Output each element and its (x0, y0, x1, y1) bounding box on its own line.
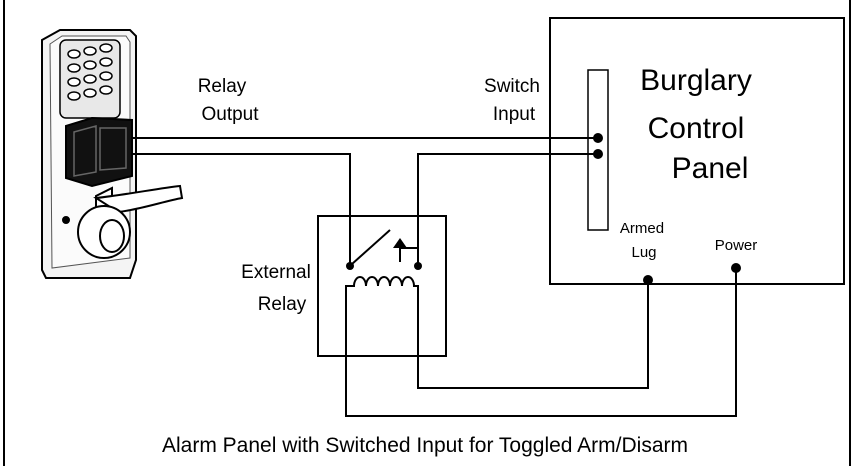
armed-lug-label-line-1: Armed (620, 220, 664, 237)
external-relay (317, 215, 447, 357)
armed-lug-label-line-2: Lug (631, 244, 656, 261)
switch-input-label-line-2: Input (493, 104, 536, 125)
power-terminal (731, 263, 741, 273)
relay-contact-terminal-1 (346, 262, 354, 270)
wire-relay-output-to-contact (132, 153, 351, 266)
diagram-caption: Alarm Panel with Switched Input for Togg… (162, 434, 688, 457)
wire-coil-to-power (345, 268, 737, 417)
switch-input-terminal-1 (593, 133, 603, 143)
panel-title-line-2: Control (648, 112, 745, 145)
wire-coil-to-armed-lug (417, 280, 649, 389)
panel-title-line-3: Panel (672, 152, 749, 185)
relay-coil-icon (345, 276, 419, 296)
wiring (132, 137, 737, 417)
terminal-dots (346, 133, 741, 285)
relay-output-label-line-2: Output (201, 104, 259, 125)
external-relay-label-line-1: External (241, 262, 311, 283)
panel-title-line-1: Burglary (640, 64, 752, 97)
relay-module-icon (65, 116, 133, 188)
switch-input-label-line-1: Switch (484, 76, 540, 97)
armed-lug-terminal (643, 275, 653, 285)
relay-arrow-icon (393, 238, 407, 248)
keypad-lock-illustration (41, 29, 184, 279)
relay-output-label-line-1: Relay (198, 76, 247, 97)
external-relay-label-line-2: Relay (258, 294, 307, 315)
switch-input-terminal-2 (593, 149, 603, 159)
power-label: Power (715, 237, 758, 254)
keypad-icon (59, 39, 121, 119)
relay-contact-arm (351, 229, 391, 265)
relay-contact-terminal-2 (414, 262, 422, 270)
lever-handle-icon (62, 184, 184, 259)
wire-contact-to-switch-input (417, 153, 598, 266)
